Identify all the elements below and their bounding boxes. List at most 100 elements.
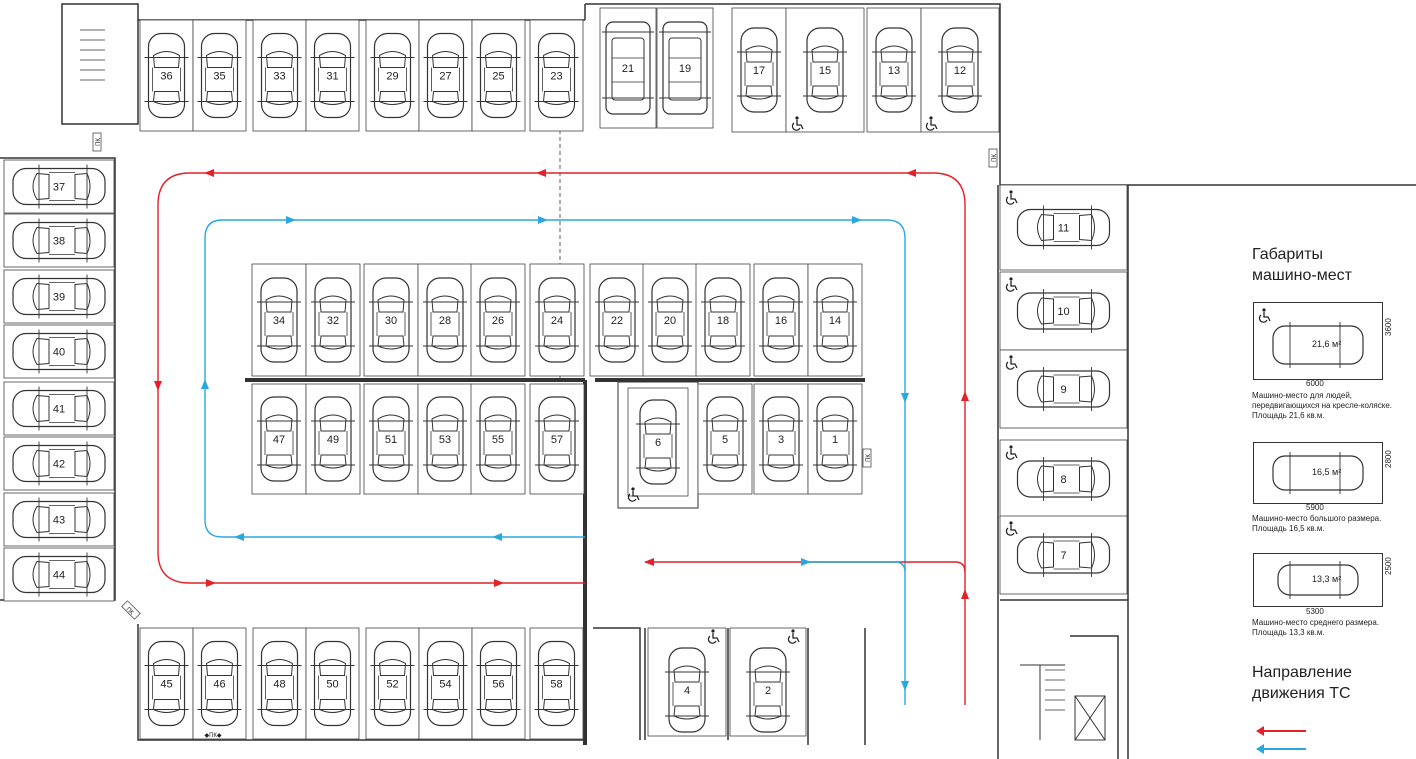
route-arrow xyxy=(901,681,909,691)
parking-spot-31: 31 xyxy=(305,19,360,132)
parking-spot-11: 11 xyxy=(999,184,1128,271)
car-icon xyxy=(1277,561,1359,599)
spot-number: 48 xyxy=(273,679,285,691)
route-arrow xyxy=(201,379,209,389)
parking-spot-47: 47 xyxy=(251,383,307,495)
parking-spot-52: 52 xyxy=(365,627,420,740)
parking-spot-37: 37 xyxy=(3,159,115,214)
legend-area: 16,5 м² xyxy=(1312,467,1342,477)
parking-spot-7: 7 xyxy=(999,515,1128,595)
wall xyxy=(1000,599,1129,759)
parking-spot-36: 36 xyxy=(139,19,194,132)
svg-text:ПК: ПК xyxy=(992,154,998,162)
parking-spot-42: 42 xyxy=(3,436,115,491)
spot-number: 31 xyxy=(326,71,338,83)
route-arrow xyxy=(801,558,811,566)
route-arrow xyxy=(234,533,244,541)
legend-width: 3600 xyxy=(1384,318,1393,336)
legend-area: 13,3 м² xyxy=(1312,574,1342,584)
spot-number: 36 xyxy=(160,71,172,83)
spot-number: 43 xyxy=(53,515,65,527)
legend-title: Габариты машино-мест xyxy=(1252,246,1352,284)
parking-spot-2: 2 xyxy=(729,627,807,737)
spot-number: 39 xyxy=(53,292,65,304)
wall xyxy=(1020,664,1065,740)
parking-spot-10: 10 xyxy=(999,271,1128,351)
traffic-routes xyxy=(154,169,969,705)
spot-number: 14 xyxy=(829,315,841,327)
spot-number: 50 xyxy=(326,679,338,691)
parking-spot-4: 4 xyxy=(647,627,727,737)
route-arrow xyxy=(492,533,502,541)
parking-spot-12: 12 xyxy=(920,7,1000,133)
fire-hose-tag: ПК xyxy=(862,448,872,468)
spot-number: 37 xyxy=(53,182,65,194)
spot-number: 25 xyxy=(492,71,504,83)
parking-spot-54: 54 xyxy=(418,627,473,740)
parking-spot-3: 3 xyxy=(753,383,809,495)
route-arrow xyxy=(286,216,296,224)
parking-spot-51: 51 xyxy=(363,383,419,495)
building-walls xyxy=(0,3,1416,759)
legend-length: 6000 xyxy=(1306,379,1324,388)
legend-length: 5900 xyxy=(1306,503,1324,512)
spot-number: 10 xyxy=(1057,306,1069,318)
svg-text:ПК: ПК xyxy=(96,138,102,146)
legend-width: 2500 xyxy=(1384,557,1393,575)
legend-spot-box: 13,3 м² xyxy=(1253,553,1383,607)
parking-spot-55: 55 xyxy=(470,383,526,495)
spot-number: 6 xyxy=(655,437,661,449)
spot-number: 47 xyxy=(273,434,285,446)
route-arrow xyxy=(204,169,214,177)
spot-number: 53 xyxy=(439,434,451,446)
route-arrow xyxy=(494,579,504,587)
parking-spot-39: 39 xyxy=(3,269,115,324)
route-arrow xyxy=(206,579,216,587)
spot-number: 24 xyxy=(551,315,563,327)
legend-caption: Машино-место среднего размера. Площадь 1… xyxy=(1252,618,1380,637)
spot-number: 32 xyxy=(327,315,339,327)
route-arrow xyxy=(538,216,548,224)
spot-number: 5 xyxy=(722,434,728,446)
parking-spot-26: 26 xyxy=(470,263,526,377)
parking-spot-45: 45 xyxy=(139,627,194,740)
spot-number: 49 xyxy=(327,434,339,446)
parking-spot-53: 53 xyxy=(417,383,473,495)
spot-number: 11 xyxy=(1058,223,1069,235)
spot-number: 7 xyxy=(1060,550,1066,562)
spot-number: 21 xyxy=(622,63,634,75)
spot-number: 57 xyxy=(551,434,563,446)
parking-spot-16: 16 xyxy=(753,263,809,377)
parking-spot-30: 30 xyxy=(363,263,419,377)
spot-number: 19 xyxy=(679,63,691,75)
route-arrow xyxy=(852,216,862,224)
spot-number: 1 xyxy=(832,434,838,446)
fire-hose-tag: ПК xyxy=(121,600,141,620)
spot-number: 44 xyxy=(53,570,65,582)
wall xyxy=(1070,635,1119,759)
spot-number: 34 xyxy=(273,315,285,327)
wall xyxy=(61,3,139,125)
wall xyxy=(593,627,646,740)
legend-blue-arrow xyxy=(1256,744,1306,754)
spot-number: 23 xyxy=(550,71,562,83)
spot-number: 33 xyxy=(273,71,285,83)
parking-spot-9: 9 xyxy=(999,349,1128,429)
parking-spot-18: 18 xyxy=(695,263,751,377)
legend-caption: Машино-место для людей, передвигающихся … xyxy=(1252,391,1392,420)
route-arrow xyxy=(906,169,916,177)
parking-spot-56: 56 xyxy=(471,627,526,740)
route-arrow xyxy=(961,589,969,599)
parking-spot-44: 44 xyxy=(3,547,115,602)
parking-spot-27: 27 xyxy=(418,19,473,132)
parking-spot-17: 17 xyxy=(731,7,787,133)
spot-number: 18 xyxy=(717,315,729,327)
legend-length: 5300 xyxy=(1306,607,1324,616)
spot-number: 22 xyxy=(611,315,623,327)
spot-number: 29 xyxy=(386,71,398,83)
parking-spot-32: 32 xyxy=(305,263,361,377)
parking-spot-43: 43 xyxy=(3,492,115,547)
spot-number: 26 xyxy=(492,315,504,327)
